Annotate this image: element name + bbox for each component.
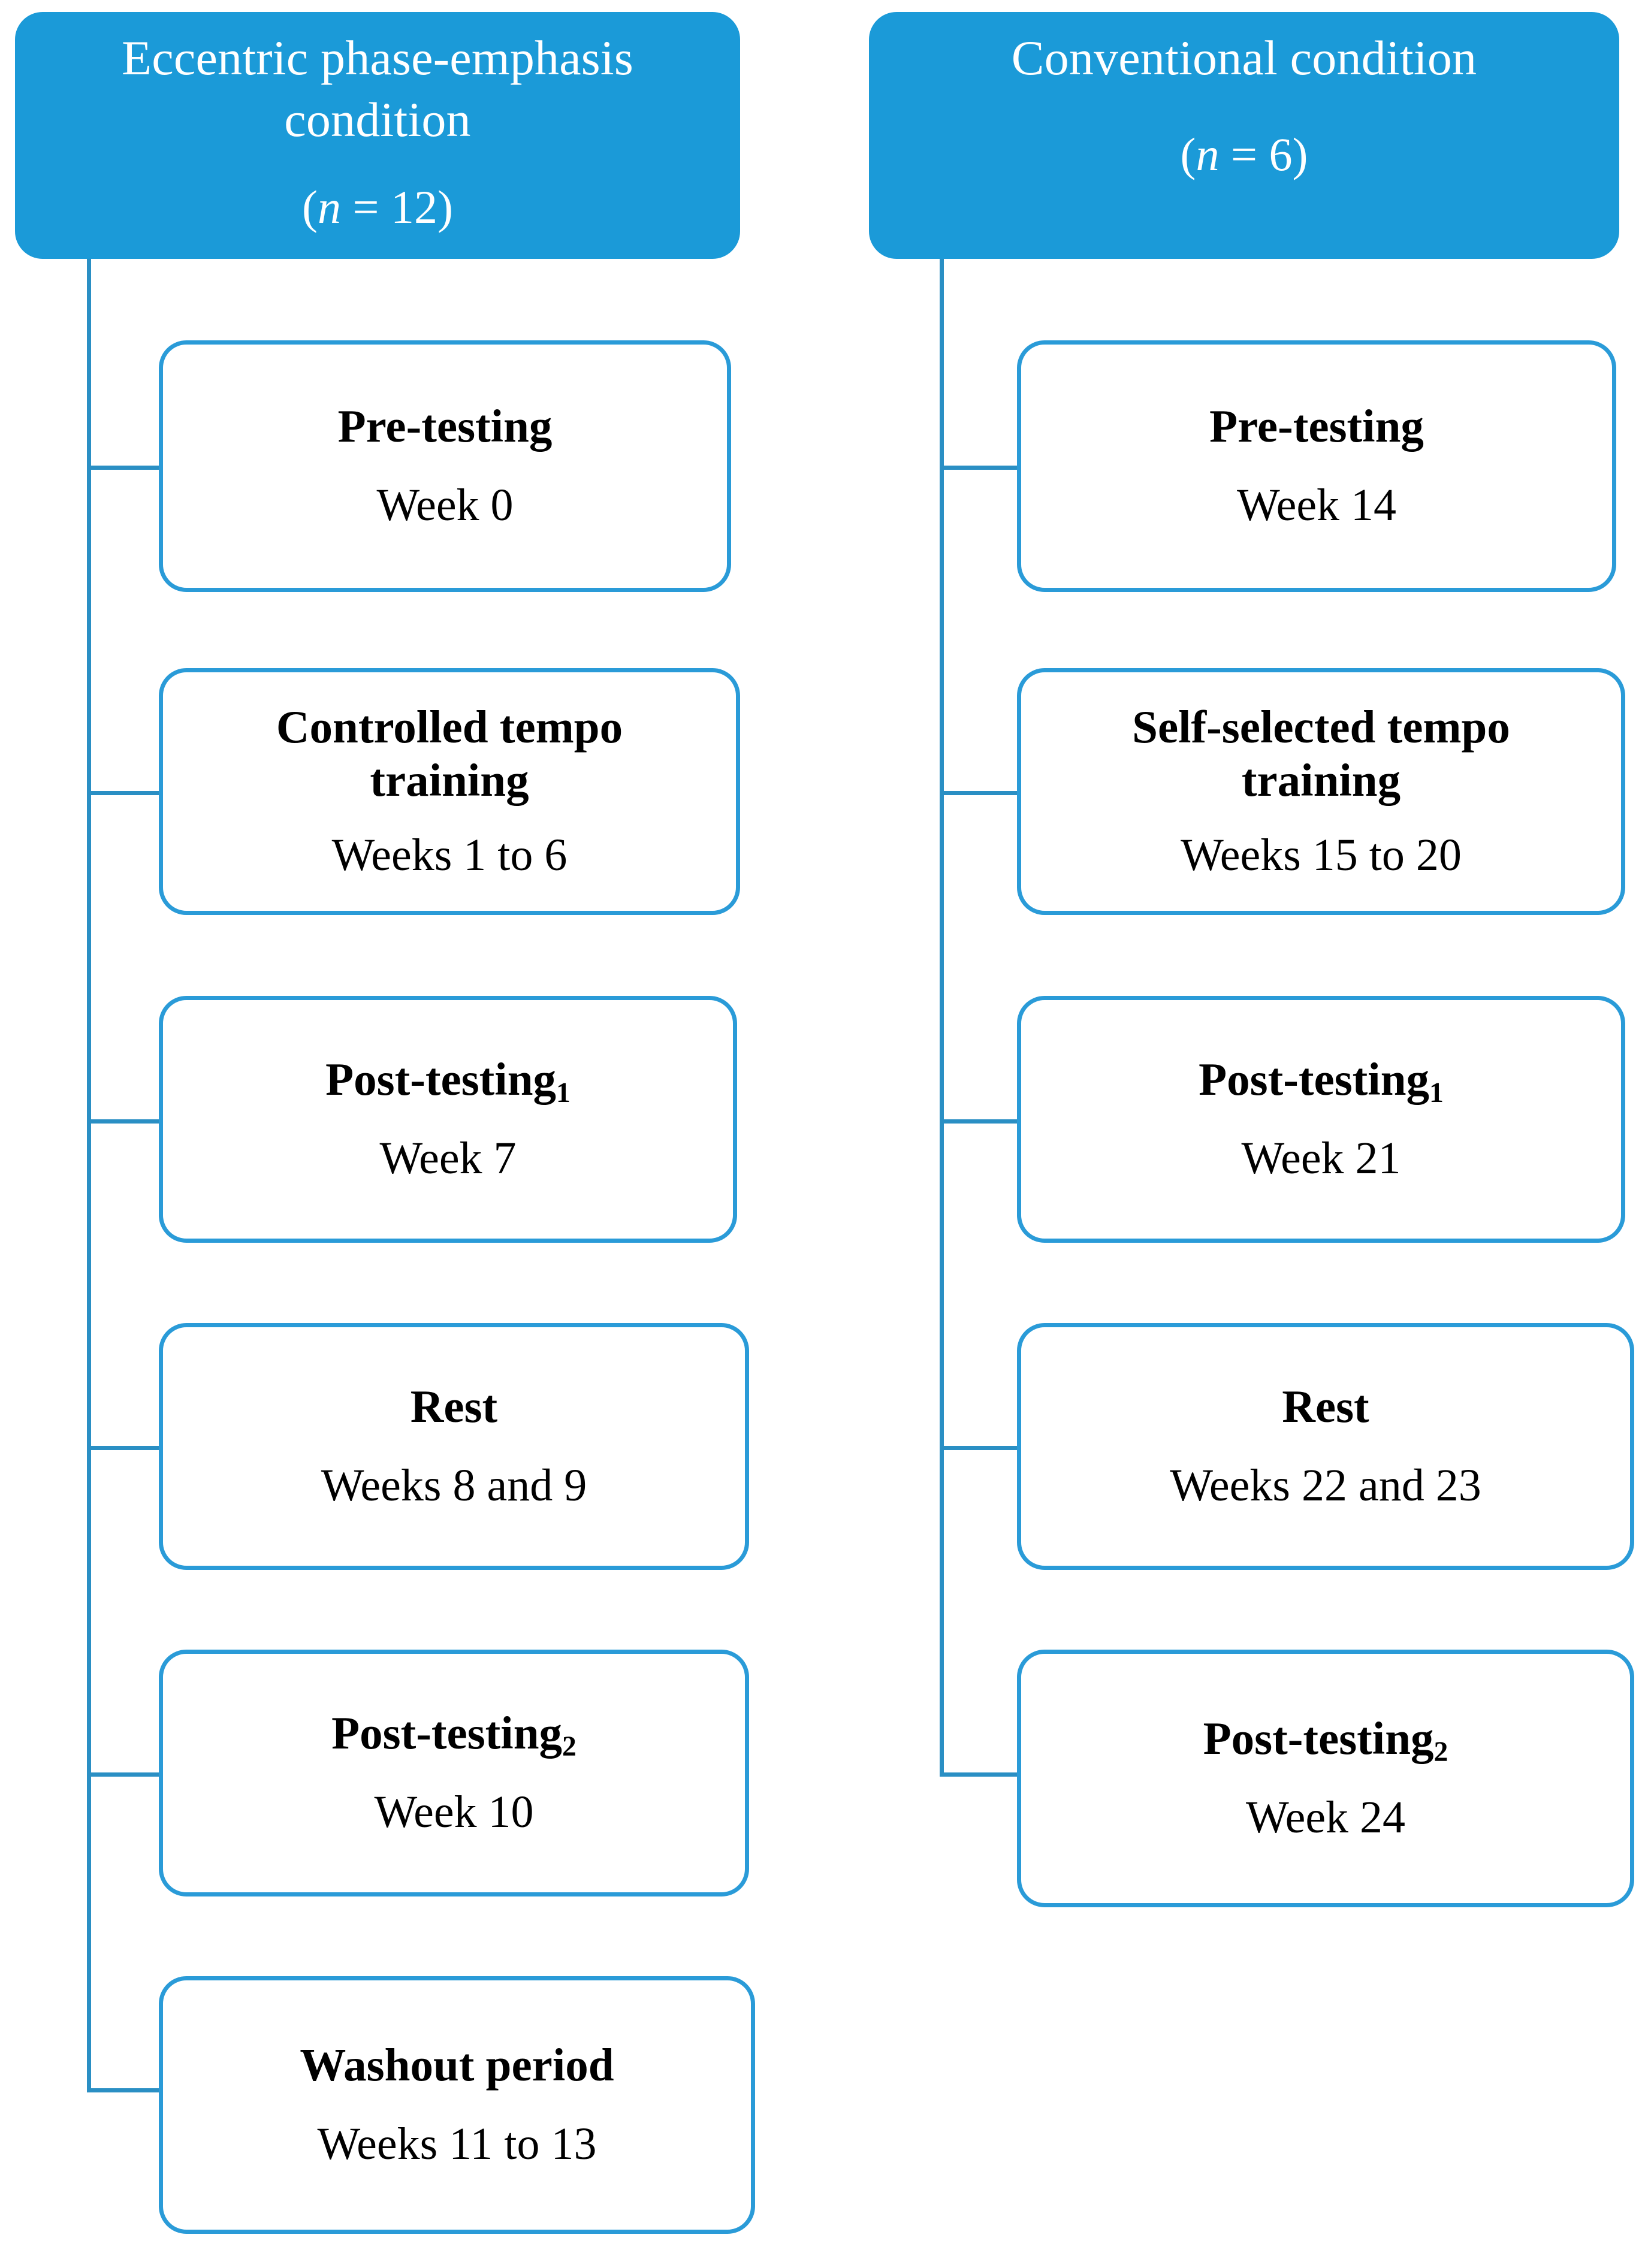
step-period: Weeks 8 and 9 xyxy=(321,1460,587,1511)
step-box-conventional-rest: Rest Weeks 22 and 23 xyxy=(1017,1323,1634,1570)
step-period: Week 7 xyxy=(379,1133,517,1184)
step-period: Weeks 1 to 6 xyxy=(331,829,568,880)
step-period: Week 0 xyxy=(376,480,514,531)
step-box-eccentric-rest: Rest Weeks 8 and 9 xyxy=(159,1323,749,1570)
n-symbol: n xyxy=(1196,128,1220,180)
connector-branch-left-2 xyxy=(87,791,163,795)
step-title: Pre-testing xyxy=(1209,400,1424,452)
connector-branch-left-5 xyxy=(87,1772,163,1777)
step-period: Week 10 xyxy=(374,1787,534,1838)
step-title: Post-testing1 xyxy=(325,1053,571,1109)
connector-branch-right-5 xyxy=(940,1772,1021,1777)
condition-header-eccentric: Eccentric phase-emphasis condition (n = … xyxy=(15,12,740,259)
connector-branch-right-4 xyxy=(940,1446,1021,1450)
paren-close: ) xyxy=(437,181,453,233)
step-title: Pre-testing xyxy=(337,400,553,452)
connector-branch-right-2 xyxy=(940,791,1021,795)
condition-sample-size: (n = 12) xyxy=(302,179,453,235)
n-symbol: n xyxy=(318,181,341,233)
step-title: Rest xyxy=(1282,1380,1369,1432)
step-title: Post-testing1 xyxy=(1199,1053,1444,1109)
connector-branch-right-1 xyxy=(940,466,1021,470)
connector-spine-left xyxy=(87,259,91,2092)
step-period: Week 21 xyxy=(1241,1133,1401,1184)
equals-sign: = xyxy=(341,181,391,233)
connector-spine-right xyxy=(940,259,944,1775)
step-title: Controlled tempo training xyxy=(276,701,623,807)
connector-branch-left-3 xyxy=(87,1119,163,1124)
step-box-eccentric-post-testing-2: Post-testing2 Week 10 xyxy=(159,1650,749,1896)
condition-sample-size: (n = 6) xyxy=(1181,126,1308,183)
connector-branch-left-1 xyxy=(87,466,163,470)
step-box-conventional-self-selected-tempo-training: Self-selected tempo training Weeks 15 to… xyxy=(1017,668,1625,915)
step-title-subscript: 1 xyxy=(1429,1077,1444,1109)
step-title-subscript: 2 xyxy=(1433,1736,1448,1768)
step-period: Weeks 11 to 13 xyxy=(317,2119,597,2170)
step-title-subscript: 1 xyxy=(556,1077,571,1109)
step-title: Washout period xyxy=(300,2039,614,2091)
step-period: Week 14 xyxy=(1236,480,1397,531)
step-box-conventional-pre-testing: Pre-testing Week 14 xyxy=(1017,340,1616,592)
connector-branch-right-3 xyxy=(940,1119,1021,1124)
step-title-subscript: 2 xyxy=(562,1731,577,1763)
n-value: 12 xyxy=(391,181,437,233)
step-title: Post-testing2 xyxy=(1203,1712,1448,1768)
step-title: Self-selected tempo training xyxy=(1132,701,1510,807)
connector-branch-left-6 xyxy=(87,2088,163,2092)
step-period: Weeks 22 and 23 xyxy=(1170,1460,1481,1511)
step-box-conventional-post-testing-1: Post-testing1 Week 21 xyxy=(1017,996,1625,1243)
equals-sign: = xyxy=(1219,128,1269,180)
condition-header-conventional: Conventional condition (n = 6) xyxy=(869,12,1619,259)
step-box-eccentric-controlled-tempo-training: Controlled tempo training Weeks 1 to 6 xyxy=(159,668,740,915)
paren-close: ) xyxy=(1292,128,1308,180)
connector-branch-left-4 xyxy=(87,1446,163,1450)
step-title: Rest xyxy=(410,1380,498,1432)
step-box-eccentric-washout-period: Washout period Weeks 11 to 13 xyxy=(159,1976,755,2234)
paren-open: ( xyxy=(1180,128,1196,180)
step-period: Weeks 15 to 20 xyxy=(1181,829,1462,880)
step-box-eccentric-post-testing-1: Post-testing1 Week 7 xyxy=(159,996,737,1243)
paren-open: ( xyxy=(302,181,318,233)
step-period: Week 24 xyxy=(1245,1792,1406,1843)
condition-header-title: Eccentric phase-emphasis condition xyxy=(121,31,634,147)
condition-header-title: Conventional condition xyxy=(1011,31,1477,85)
step-box-conventional-post-testing-2: Post-testing2 Week 24 xyxy=(1017,1650,1634,1907)
step-box-eccentric-pre-testing: Pre-testing Week 0 xyxy=(159,340,731,592)
step-title: Post-testing2 xyxy=(331,1707,577,1763)
n-value: 6 xyxy=(1269,128,1293,180)
